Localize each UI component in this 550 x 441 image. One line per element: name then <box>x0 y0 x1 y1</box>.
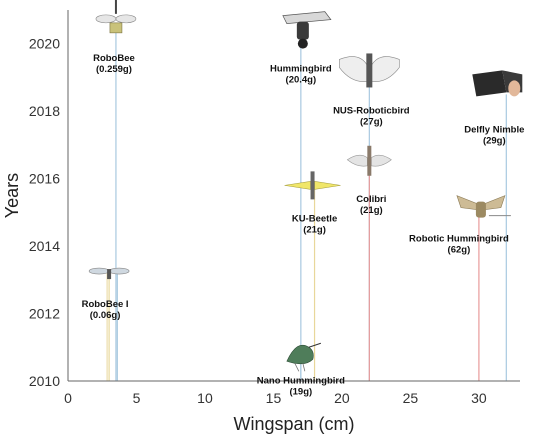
wing-shape <box>115 14 137 24</box>
robot-figure <box>339 53 400 88</box>
robot-figure <box>282 11 332 49</box>
y-tick-label: 2020 <box>29 36 60 52</box>
robot-name-label: Nano Hummingbird <box>257 375 345 386</box>
robot-figure <box>456 195 511 218</box>
robot-weight-label: (21g) <box>360 205 383 216</box>
wing-shape <box>371 56 400 82</box>
robot-name-label: Delfly Nimble <box>464 124 524 135</box>
wing-shape <box>484 195 506 210</box>
x-tick-label: 15 <box>266 390 282 406</box>
wing-shape <box>88 267 110 275</box>
body-shape <box>109 22 123 34</box>
legs-shape <box>294 363 306 372</box>
robot-figures <box>88 0 523 372</box>
robot-weight-label: (62g) <box>448 245 471 256</box>
robot-figure <box>95 0 137 34</box>
robot-name-label: RoboBee I <box>82 299 129 310</box>
robot-name-label: Colibri <box>356 194 386 205</box>
beak-shape <box>308 342 322 348</box>
bird-body-shape <box>286 344 314 365</box>
body-shape <box>475 201 486 218</box>
x-tick-label: 5 <box>133 390 141 406</box>
y-tick-label: 2016 <box>29 171 60 187</box>
y-tick-labels: 2010 2012 2014 2016 2018 2020 <box>29 36 60 389</box>
body-shape <box>366 53 373 88</box>
drop-lines <box>106 26 507 381</box>
robot-weight-label: (0.06g) <box>90 310 121 321</box>
body-shape <box>107 269 112 280</box>
robot-weight-label: (21g) <box>303 224 326 235</box>
robot-figure <box>472 70 523 97</box>
wing-shape <box>339 56 368 82</box>
wing-shape <box>108 267 130 275</box>
wing-shape <box>346 154 368 167</box>
robot-weight-label: (29g) <box>483 135 506 146</box>
robot-weight-label: (0.259g) <box>96 64 132 75</box>
wing-shape <box>371 154 392 167</box>
x-tick-label: 0 <box>64 390 72 406</box>
y-axis-title: Years <box>2 173 22 218</box>
robot-figure <box>286 342 322 372</box>
body-shape <box>310 171 315 200</box>
wing-shape <box>314 181 341 190</box>
wing-shape <box>282 11 332 24</box>
x-tick-label: 30 <box>471 390 487 406</box>
y-tick-label: 2010 <box>29 373 60 389</box>
robot-figure <box>284 171 341 200</box>
y-tick-label: 2018 <box>29 103 60 119</box>
robot-weight-label: (27g) <box>360 116 383 127</box>
robot-weight-label: (20.4g) <box>286 75 317 86</box>
wing-shape <box>472 70 507 97</box>
x-axis-title: Wingspan (cm) <box>233 414 354 434</box>
tail-shape <box>297 38 308 49</box>
hand-shape <box>508 80 521 97</box>
wing-shape <box>284 181 311 190</box>
x-tick-label: 25 <box>403 390 419 406</box>
robot-name-label: Robotic Hummingbird <box>409 234 509 245</box>
x-tick-label: 20 <box>334 390 350 406</box>
y-tick-label: 2012 <box>29 306 60 322</box>
robot-figure <box>346 145 392 176</box>
robot-name-label: Hummingbird <box>270 64 332 75</box>
wing-shape <box>95 14 117 24</box>
robot-name-label: RoboBee <box>93 53 135 64</box>
robot-figure <box>88 267 130 280</box>
robot-weight-label: (19g) <box>289 386 312 397</box>
axes <box>67 10 520 382</box>
body-shape <box>367 145 372 176</box>
robot-name-label: KU-Beetle <box>292 213 337 224</box>
body-shape <box>296 21 309 40</box>
robot-name-label: NUS-Roboticbird <box>333 105 410 116</box>
x-tick-label: 10 <box>197 390 213 406</box>
y-tick-label: 2014 <box>29 238 60 254</box>
robot-labels: RoboBee I(0.06g) RoboBee(0.259g) Nano Humm… <box>82 53 525 397</box>
tether-shape <box>114 0 117 14</box>
x-tick-labels: 0 5 10 15 20 25 30 <box>64 390 487 406</box>
wing-shape <box>456 195 478 210</box>
